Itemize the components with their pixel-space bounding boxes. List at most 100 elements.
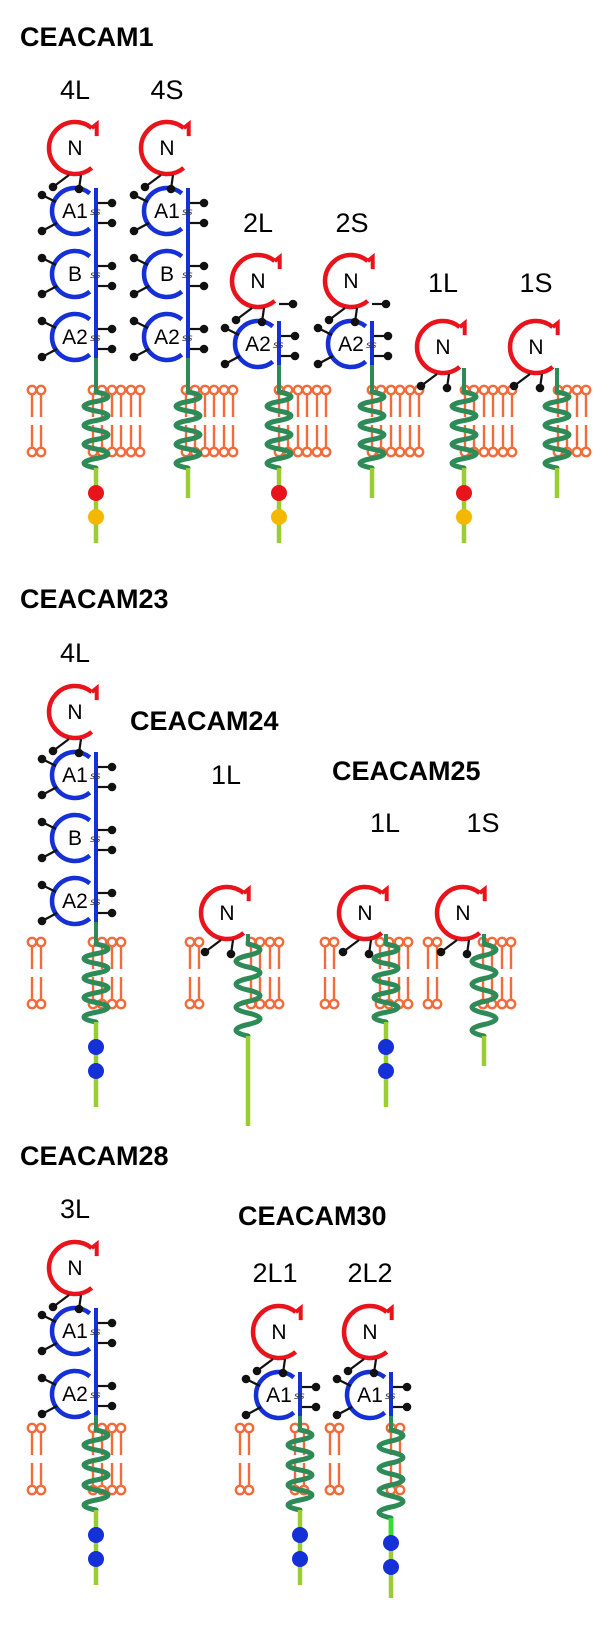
lipid-head [402,936,414,948]
lipid-head [134,446,146,458]
variant-label-ceacam1-1L: 1L [428,268,458,298]
itim-motif-icon [292,1551,308,1567]
tm-helix [542,389,572,471]
n-domain [46,683,94,741]
tm-helix [173,389,203,471]
domain-label: N [271,1321,286,1344]
glycan-icon [129,226,139,236]
n-domain [198,884,246,942]
lipid-tail [328,1463,341,1486]
glycan-icon [220,323,230,333]
lipid-head [26,936,38,948]
lipid-tail [129,394,142,417]
lipid-head [234,1484,246,1496]
variant-label-ceacam25-1S: 1S [466,808,499,838]
lipid-tail [500,977,513,1000]
lipid-head [394,1484,406,1496]
lipid-tail [222,394,235,417]
tm-helix [376,1427,406,1521]
n-domain [322,252,370,310]
glycan-icon [37,253,47,263]
lipid-head [404,384,416,396]
glycan-icon [381,299,391,309]
n-domain-hook [294,1303,303,1321]
itim-motif-icon [378,1039,394,1055]
lipid-head [115,998,127,1010]
heading-ceacam23: CEACAM23 [20,584,169,614]
lipid-tail [203,394,216,417]
glycan-icon [199,324,209,334]
phospholipid [234,1422,255,1496]
lipid-head [218,446,230,458]
disulfide-label: ss [90,207,100,218]
lipid-head [35,446,47,458]
glycan-icon [535,383,545,393]
lipid-head [227,384,239,396]
tm-helix [285,1427,315,1513]
membrane-ceacam28 [26,1422,127,1496]
domain-label: B [68,263,82,286]
disulfide-label: ss [90,1390,100,1401]
lipid-tail [110,1463,123,1486]
variant-label-ceacam1-4L: 4L [60,75,90,105]
glycan-icon [383,351,393,361]
phospholipid [26,1422,47,1496]
phospholipid [199,384,220,458]
domain-label: N [343,270,358,293]
phospholipid [404,384,425,458]
lipid-head [35,1484,47,1496]
glycan-icon [313,359,323,369]
lipid-tail [238,1463,251,1486]
glycan-icon [107,825,117,835]
domain-label: N [250,270,265,293]
lipid-head [333,1422,345,1434]
variant-label-ceacam24-1L: 1L [211,760,241,790]
lipid-tail [426,977,439,1000]
domain-label: A1 [154,200,180,223]
protein-ceacam1-1l: N [414,318,479,543]
disulfide-label: ss [90,1327,100,1338]
glycan-icon [278,1368,288,1378]
glycan-icon [369,1368,379,1378]
n-domain [229,252,277,310]
lipid-head [422,936,434,948]
glycan-icon [74,1304,84,1314]
lipid-head [26,998,38,1010]
glycan-icon [37,817,47,827]
membranes [26,384,592,1496]
glycan-icon [37,1373,47,1383]
lipid-head [35,384,47,396]
n-domain [138,119,186,177]
glycan-icon [199,261,209,271]
lipid-head [35,1422,47,1434]
glycan-icon [231,315,241,325]
n-domain-hook [90,1239,99,1257]
lipid-head [35,998,47,1010]
lipid-tail [296,394,309,417]
protein-ceacam24-1l: N [198,884,263,1126]
glycan-icon [107,218,117,228]
itim-motif-icon [292,1527,308,1543]
glycan-icon [226,949,236,959]
lipid-head [106,936,118,948]
lipid-head [385,446,397,458]
lipid-head [431,998,443,1010]
variant-label-ceacam1-2L: 2L [243,208,273,238]
glycan-icon [37,190,47,200]
itim-motif-icon [383,1535,399,1551]
lipid-head [193,936,205,948]
itim-motif-icon [378,1063,394,1079]
lipid-head [571,446,583,458]
glycan-icon [37,352,47,362]
n-domain-hook [273,252,282,270]
lipid-head [496,936,508,948]
lipid-head [505,936,517,948]
lipid-head [394,384,406,396]
domain-label: B [160,263,174,286]
phospholipid [478,384,499,458]
lipid-head [115,1484,127,1496]
lipid-head [319,936,331,948]
phospholipid [106,1422,127,1496]
glycan-icon [37,1346,47,1356]
